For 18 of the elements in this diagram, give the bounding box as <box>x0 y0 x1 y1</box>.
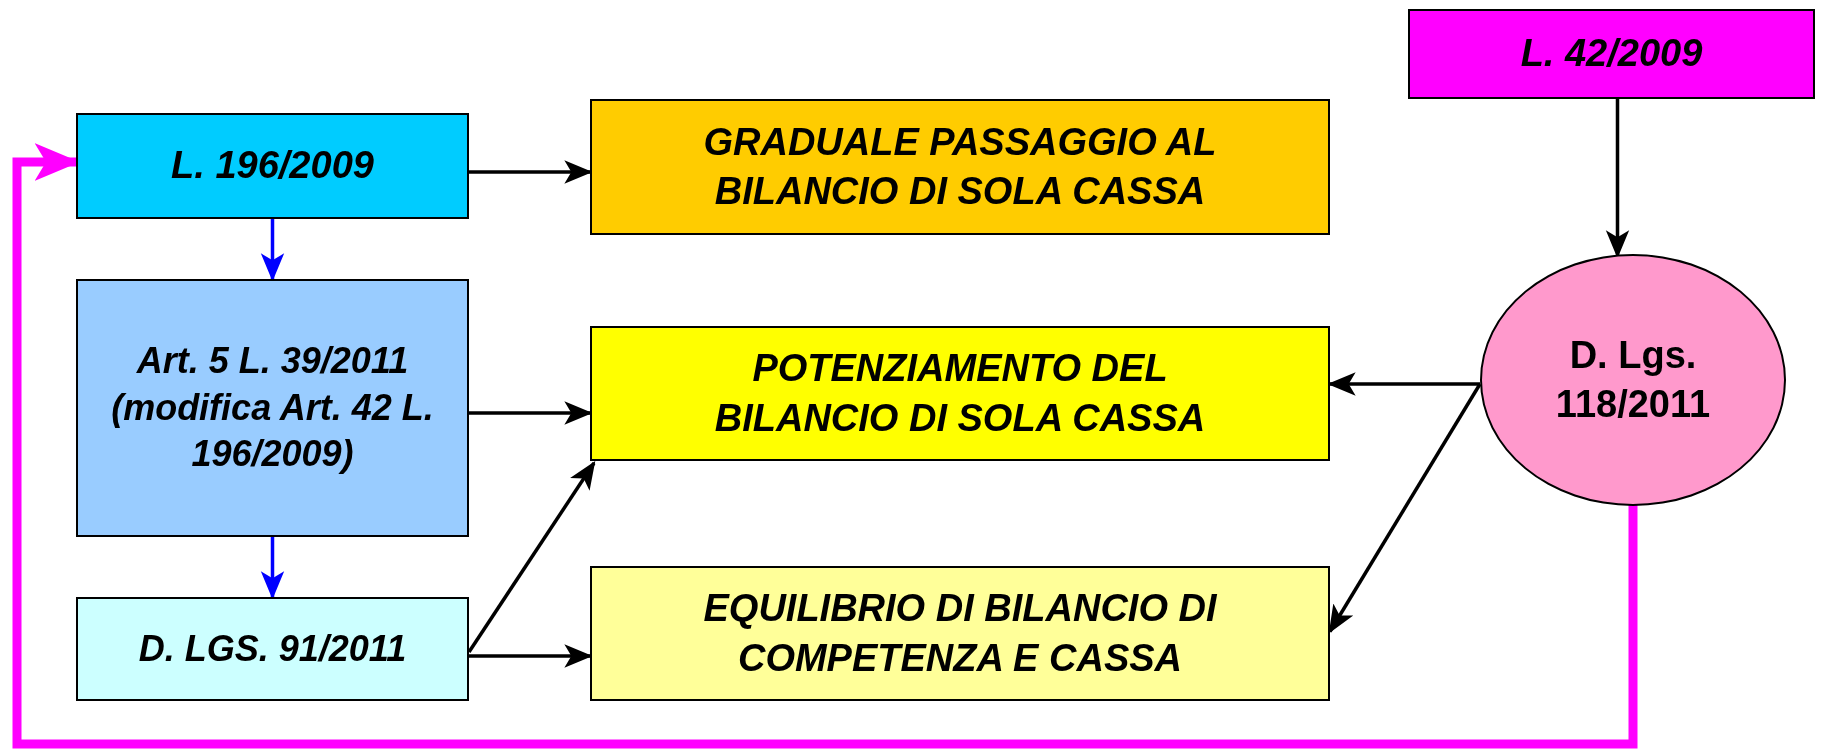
outcome-box <box>590 99 1330 235</box>
node-label: D. LGS. 91/2011 <box>137 626 408 671</box>
law-box <box>76 113 469 219</box>
node-label: Art. 5 L. 39/2011 (modifica Art. 42 L. 196/2009) <box>110 338 435 477</box>
outcome-box <box>590 566 1330 701</box>
law-box <box>1408 9 1815 99</box>
node-label: POTENZIAMENTO DEL BILANCIO DI SOLA CASSA <box>713 346 1207 441</box>
law-box <box>76 597 469 701</box>
arrow <box>260 537 285 600</box>
outcome-box <box>590 326 1330 461</box>
arrow <box>260 219 285 282</box>
node-label: L. 196/2009 <box>170 143 375 189</box>
law-box <box>76 279 469 537</box>
node-label: L. 42/2009 <box>1519 31 1704 77</box>
node-label: GRADUALE PASSAGGIO AL BILANCIO DI SOLA CASSA <box>702 119 1218 214</box>
node-label: D. Lgs. 118/2011 <box>1554 332 1712 427</box>
node-label: EQUILIBRIO DI BILANCIO DI COMPETENZA E CASSA <box>702 586 1218 681</box>
arrow <box>12 143 1638 749</box>
